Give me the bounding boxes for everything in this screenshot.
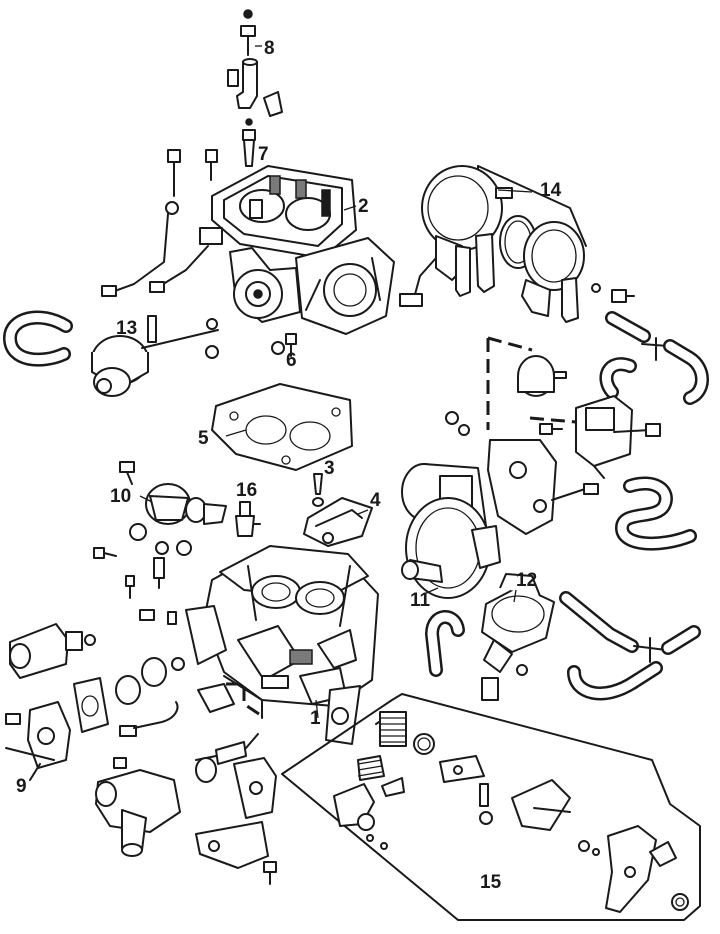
callout-12: 12 (516, 570, 537, 591)
part-10-accelerator-pump (119, 461, 227, 589)
part-4-float (303, 497, 373, 547)
callout-14: 14 (540, 180, 562, 201)
part-6-screw (271, 333, 297, 357)
mounting-bracket (445, 411, 599, 535)
hose-right-s (615, 476, 697, 551)
callout-7: 7 (258, 144, 269, 165)
leader-lines (139, 189, 533, 719)
wiring-lower-left (119, 682, 263, 737)
callout-13: 13 (116, 318, 137, 339)
callout-11: 11 (410, 590, 431, 611)
solenoid-valve (575, 395, 661, 479)
part-15-outline (281, 693, 701, 921)
callout-15: 15 (480, 872, 502, 893)
part-8-inlet-pipe (227, 58, 283, 117)
choke-wire-left (101, 201, 209, 297)
callout-8: 8 (264, 38, 275, 59)
small-screws-left (93, 547, 177, 625)
part-2-top-cover (199, 165, 395, 335)
dash-line-bracket (486, 336, 577, 430)
part-13-vacuum-unit (91, 315, 219, 397)
callout-4: 4 (370, 490, 381, 511)
part-13-hose (3, 310, 73, 367)
water-housing (95, 757, 217, 857)
choke-housing-left (9, 623, 96, 679)
callout-2: 2 (358, 196, 369, 217)
part-12-vacuum-unit (481, 573, 555, 701)
callout-5: 5 (198, 428, 209, 449)
bracket-lower (195, 757, 277, 885)
callout-1: 1 (310, 708, 321, 729)
part-11-vacuum-actuator (401, 463, 501, 599)
temp-sensor (195, 733, 259, 765)
part-8-inlet-screw (240, 9, 262, 56)
top-cover-screws (167, 149, 218, 197)
hose-right-upper (599, 311, 709, 405)
part-14-diaphragm-front (399, 165, 513, 307)
callout-3: 3 (324, 458, 335, 479)
part-9-choke-cover (5, 701, 71, 781)
part-14-diaphragm-rear (521, 221, 635, 323)
vacuum-valve-mid (517, 355, 567, 397)
callout-labels: 1 2 3 4 5 6 7 8 9 10 11 12 13 14 15 16 (16, 38, 562, 893)
part-16-jet (235, 501, 261, 537)
part-3-jet (312, 473, 324, 507)
callout-9: 9 (16, 776, 27, 797)
callout-6: 6 (286, 350, 297, 371)
part-15-levers (333, 755, 689, 913)
hose-part-12 (425, 591, 701, 701)
diaphragm-cluster (73, 657, 185, 733)
callout-16: 16 (236, 480, 257, 501)
part-7-needle-valve (242, 118, 256, 167)
part-1-main-body (185, 545, 379, 745)
callout-10: 10 (110, 486, 131, 507)
part-5-gasket (211, 383, 353, 471)
part-15-springs (357, 711, 435, 781)
